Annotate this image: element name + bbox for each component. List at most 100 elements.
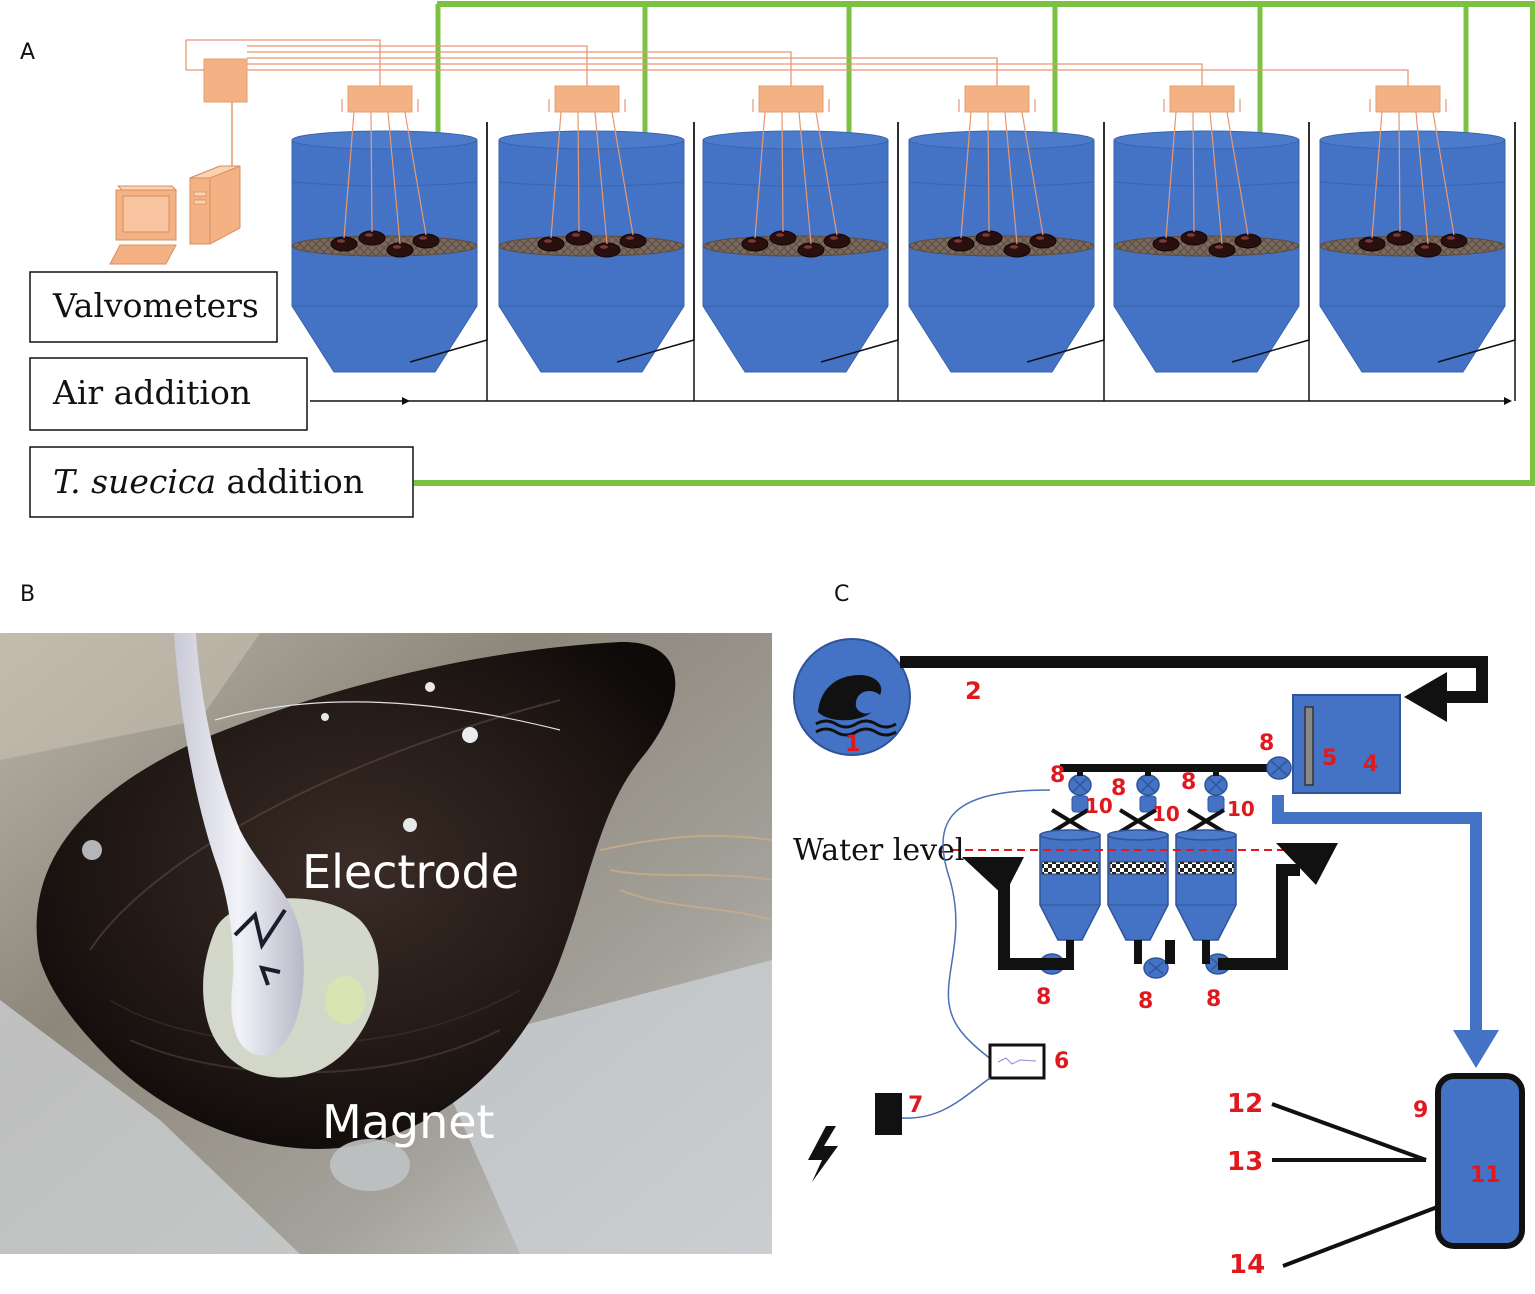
mussel-tank-1 (291, 85, 488, 373)
mussel-highlight (393, 245, 401, 249)
inflow-valve-mark (1140, 777, 1156, 793)
label-10-c: 10 (1227, 797, 1255, 821)
algae-feed-branches (435, 4, 1469, 134)
mussel-highlight (748, 239, 756, 243)
valvometers-legend-text: Valvometers (52, 286, 259, 325)
label-12: 12 (1227, 1089, 1263, 1119)
mussel-highlight (1036, 236, 1044, 240)
experimental-tank-2 (1107, 768, 1169, 979)
valvometer-box-lead (548, 99, 626, 112)
panel-label-c: C (834, 582, 849, 607)
species-name: T. suecica (53, 462, 216, 501)
valvometer-signal-wire (247, 69, 1409, 86)
label-4: 4 (1363, 752, 1378, 777)
mussel-highlight (419, 236, 427, 240)
inflow-valve-mark (1208, 777, 1224, 793)
mussel (537, 236, 565, 252)
mussel (975, 230, 1003, 246)
valvometer-box (964, 85, 1030, 113)
algae-addition-legend-text: T. suecica addition (53, 462, 364, 501)
electrode-lead (815, 111, 838, 236)
tank-water-line (908, 181, 1095, 187)
label-9: 9 (1413, 1098, 1428, 1123)
tank-support-clamp (1118, 808, 1158, 834)
label-8-valve-1: 8 (1050, 763, 1065, 788)
valvometer-signal-wire (186, 39, 381, 86)
valvometer-wiring (185, 39, 1409, 86)
valvometer-signal-wire (247, 45, 588, 86)
drain-pipe-right (1218, 864, 1300, 970)
computer-icon (109, 165, 241, 265)
sensor-cable (942, 789, 1051, 1061)
drain-outlet-right (1276, 843, 1338, 885)
drain-pipe-left (998, 882, 1074, 970)
electrode-lead (550, 111, 562, 239)
electrode-lead (987, 111, 990, 233)
controller-input-wire (185, 40, 204, 71)
mussel (1386, 230, 1414, 246)
header-tank-heater (1304, 706, 1314, 786)
electrode-lead (1398, 111, 1401, 233)
experimental-tank-mesh (1109, 861, 1167, 875)
label-7: 7 (908, 1093, 923, 1118)
mussel (1180, 230, 1208, 246)
mussel-highlight (804, 245, 812, 249)
mussel (823, 233, 851, 249)
mussel (358, 230, 386, 246)
label-8-header: 8 (1259, 731, 1274, 756)
mussel (1234, 233, 1262, 249)
mussel-highlight (572, 233, 580, 237)
mussel-highlight (1010, 245, 1018, 249)
mussel-tank-6 (1319, 85, 1516, 373)
seawater-supply-pipe (900, 656, 1488, 703)
mussel (1003, 242, 1031, 258)
mussel (947, 236, 975, 252)
tank-support-clamp (1186, 808, 1226, 834)
drain-valve-mark (1148, 961, 1164, 975)
electrode-lead (1226, 111, 1249, 236)
header-valve (1266, 756, 1292, 780)
electrode-cable (174, 633, 304, 1056)
electrode-lead (798, 111, 812, 245)
tank-rim (498, 130, 685, 150)
mussel-highlight (1393, 233, 1401, 237)
label-10-a: 10 (1085, 794, 1113, 818)
mussel-highlight (337, 239, 345, 243)
algae-addition-legend-box (29, 446, 414, 518)
electrode-lead (1192, 111, 1195, 233)
air-addition-legend-text: Air addition (52, 373, 251, 412)
label-11: 11 (1470, 1163, 1501, 1188)
lightning-icon (808, 1126, 838, 1182)
label-8-bottom-3: 8 (1206, 987, 1221, 1012)
electrode-lead (343, 111, 355, 239)
label-1: 1 (845, 732, 860, 757)
shell-debris-3 (425, 682, 435, 692)
valvometer-box-lead (752, 99, 830, 112)
tank-rim (1319, 130, 1506, 150)
valvometer-box (554, 85, 620, 113)
electrode-lead (1432, 111, 1455, 236)
electrode-lead (594, 111, 608, 245)
air-arrowhead-right (1504, 397, 1512, 405)
mussel (741, 236, 769, 252)
valvometer-box-lead (1163, 99, 1241, 112)
valvometer-box-lead (958, 99, 1036, 112)
logger-power-cable (901, 1077, 991, 1119)
label-2: 2 (965, 677, 982, 705)
experimental-tank-1 (1039, 768, 1101, 975)
electrode-lead (404, 111, 427, 236)
electrode-lead (1415, 111, 1429, 245)
glass-reflection (0, 1000, 300, 1254)
valvometer-box (1169, 85, 1235, 113)
mussel-tank-2 (498, 85, 695, 373)
electrode-lead (370, 111, 373, 233)
power-supply (875, 1093, 902, 1135)
mussel-tank-3 (702, 85, 899, 373)
flow-meter (1071, 795, 1089, 813)
mussel-highlight (954, 239, 962, 243)
flow-meter (1139, 795, 1157, 813)
drain-outlet-left (962, 857, 1024, 896)
mussel (593, 242, 621, 258)
mussel (1208, 242, 1236, 258)
